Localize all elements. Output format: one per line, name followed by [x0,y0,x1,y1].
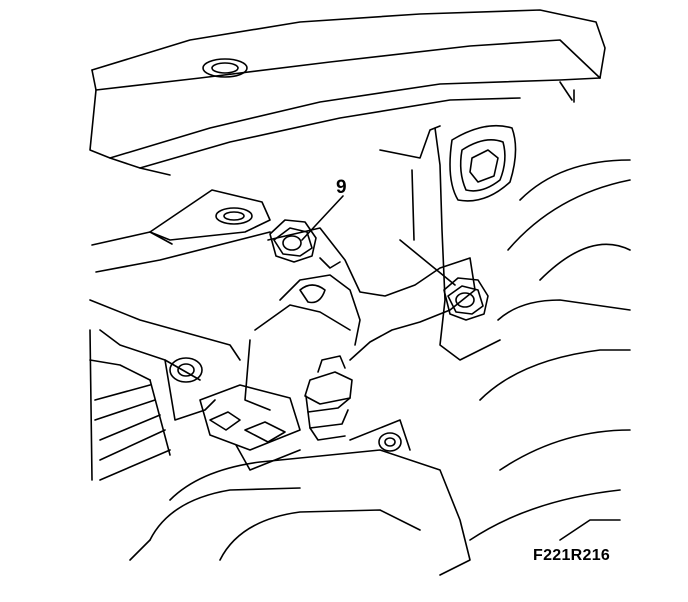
bolt-9-left [270,220,316,262]
lower-body [130,420,470,575]
grommet [170,358,202,382]
callout-9-label: 9 [336,177,347,198]
upper-body-panel [90,10,605,175]
left-bracket [92,190,270,272]
leader-lines [302,196,455,285]
connector [200,385,300,470]
side-panel [380,126,516,360]
rubber-bushing [305,356,352,440]
lower-left-assembly [90,300,240,480]
small-nut [379,433,401,451]
upper-oval-hole [203,59,247,77]
mount-bracket [245,228,475,410]
figure-code: F221R216 [533,547,611,564]
right-body-curves [470,160,630,540]
bolt-right [444,278,488,320]
